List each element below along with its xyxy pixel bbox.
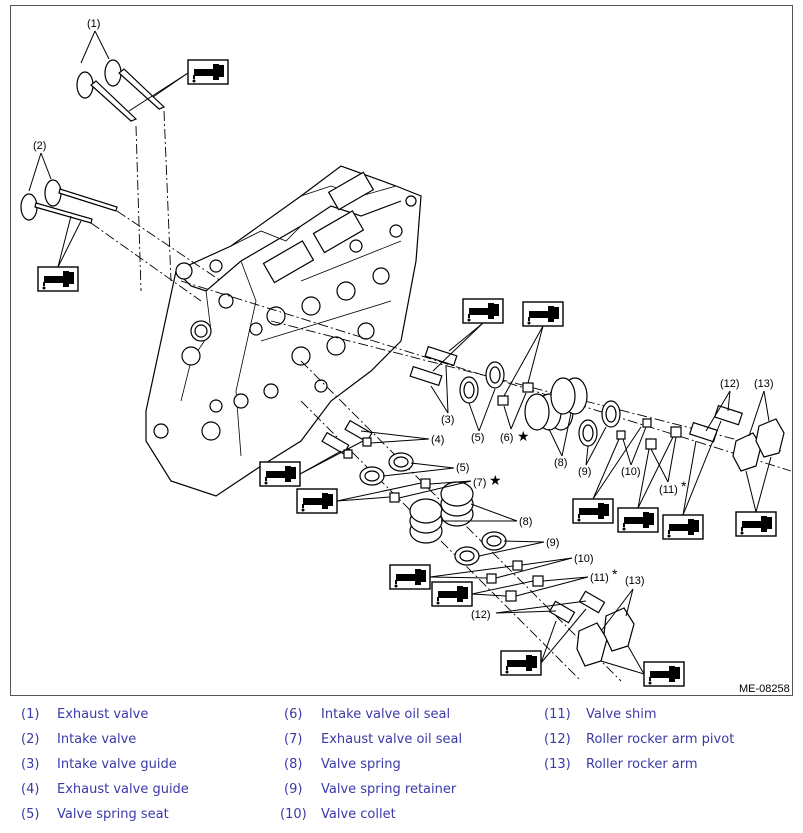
legend-item: (8)Valve spring [284, 757, 401, 772]
svg-text:(13): (13) [754, 378, 774, 390]
oil-can-icon [296, 488, 338, 514]
callout-8b: (8) [441, 503, 532, 528]
svg-text:★: ★ [489, 472, 502, 488]
oil-can-icon [735, 511, 777, 537]
callout-10a: (10) [621, 426, 647, 478]
svg-text:(10): (10) [574, 553, 594, 565]
valve-spring-lower [409, 481, 474, 544]
callout-10b: (10) [495, 553, 594, 579]
svg-text:(13): (13) [625, 575, 645, 587]
legend-item: (2)Intake valve [21, 732, 137, 747]
exhaust-parts [321, 419, 635, 667]
svg-text:★: ★ [517, 428, 530, 444]
svg-text:(12): (12) [720, 378, 740, 390]
callout-9a: (9) [578, 426, 607, 478]
svg-text:(5): (5) [471, 432, 484, 444]
legend-item: (12)Roller rocker arm pivot [544, 732, 735, 747]
callout-1: (1) [80, 18, 110, 64]
legend-item: (10)Valve collet [280, 807, 396, 822]
callout-11a: (11) * [650, 436, 687, 496]
svg-text:(8): (8) [519, 516, 532, 528]
callout-7: (7) ★ [398, 472, 502, 499]
oil-can-icon [662, 514, 704, 540]
svg-text:(11): (11) [659, 484, 678, 496]
callout-12a: (12) [705, 378, 740, 432]
exploded-view-figure: (1) (2) [10, 5, 793, 696]
legend-item: (7)Exhaust valve oil seal [284, 732, 463, 747]
oil-can-icon [522, 301, 564, 327]
callout-6: (6) ★ [500, 392, 530, 444]
svg-text:*: * [612, 566, 618, 582]
svg-text:(10): (10) [621, 466, 641, 478]
intake-parts [409, 345, 785, 472]
callout-5b: (5) [382, 462, 469, 477]
oil-can-icon [431, 581, 473, 607]
legend-item: (3)Intake valve guide [21, 757, 177, 772]
callout-12b: (12) [471, 600, 587, 621]
valve-spring [524, 377, 588, 431]
oil-can-icon [259, 461, 301, 487]
callout-5a: (5) [468, 388, 496, 444]
legend-item: (13)Roller rocker arm [544, 757, 698, 772]
svg-text:(1): (1) [87, 18, 100, 30]
svg-text:(12): (12) [471, 609, 491, 621]
svg-text:(8): (8) [554, 457, 567, 469]
legend-item: (9)Valve spring retainer [284, 782, 457, 797]
svg-text:(5): (5) [456, 462, 469, 474]
svg-text:(11): (11) [590, 572, 609, 584]
oil-can-icon [500, 650, 542, 676]
callout-13b: (13) [600, 575, 645, 632]
svg-text:*: * [681, 478, 687, 494]
legend-item: (6)Intake valve oil seal [284, 707, 451, 722]
svg-text:(6): (6) [500, 432, 513, 444]
legend-item: (5)Valve spring seat [21, 807, 169, 822]
figure-code: ME-08258 [739, 683, 790, 695]
oil-can-icon [643, 661, 685, 687]
legend-item: (1)Exhaust valve [21, 707, 149, 722]
svg-text:(7): (7) [473, 477, 486, 489]
callout-9b: (9) [478, 537, 559, 557]
svg-text:(9): (9) [578, 466, 591, 478]
legend-item: (11)Valve shim [544, 707, 657, 722]
callout-4: (4) [360, 430, 444, 446]
callout-2: (2) [28, 140, 52, 192]
callout-11b: (11) * [515, 566, 618, 597]
legend-item: (4)Exhaust valve guide [21, 782, 189, 797]
exhaust-valves [76, 59, 172, 292]
cylinder-head [145, 165, 422, 497]
oil-can-icon [187, 59, 229, 85]
callout-3: (3) [430, 365, 454, 426]
callout-13a: (13) [748, 378, 774, 437]
svg-text:(2): (2) [33, 140, 46, 152]
oil-can-icon [462, 298, 504, 324]
svg-text:(9): (9) [546, 537, 559, 549]
intake-valves [20, 179, 222, 302]
callout-8a: (8) [548, 412, 572, 469]
svg-text:(3): (3) [441, 414, 454, 426]
svg-text:(4): (4) [431, 434, 444, 446]
oil-can-icon [572, 498, 614, 524]
parts-legend: (1)Exhaust valve (2)Intake valve (3)Inta… [0, 700, 803, 833]
oil-can-icon [37, 266, 79, 292]
oil-can-icon [389, 564, 431, 590]
oil-can-icon [617, 507, 659, 533]
